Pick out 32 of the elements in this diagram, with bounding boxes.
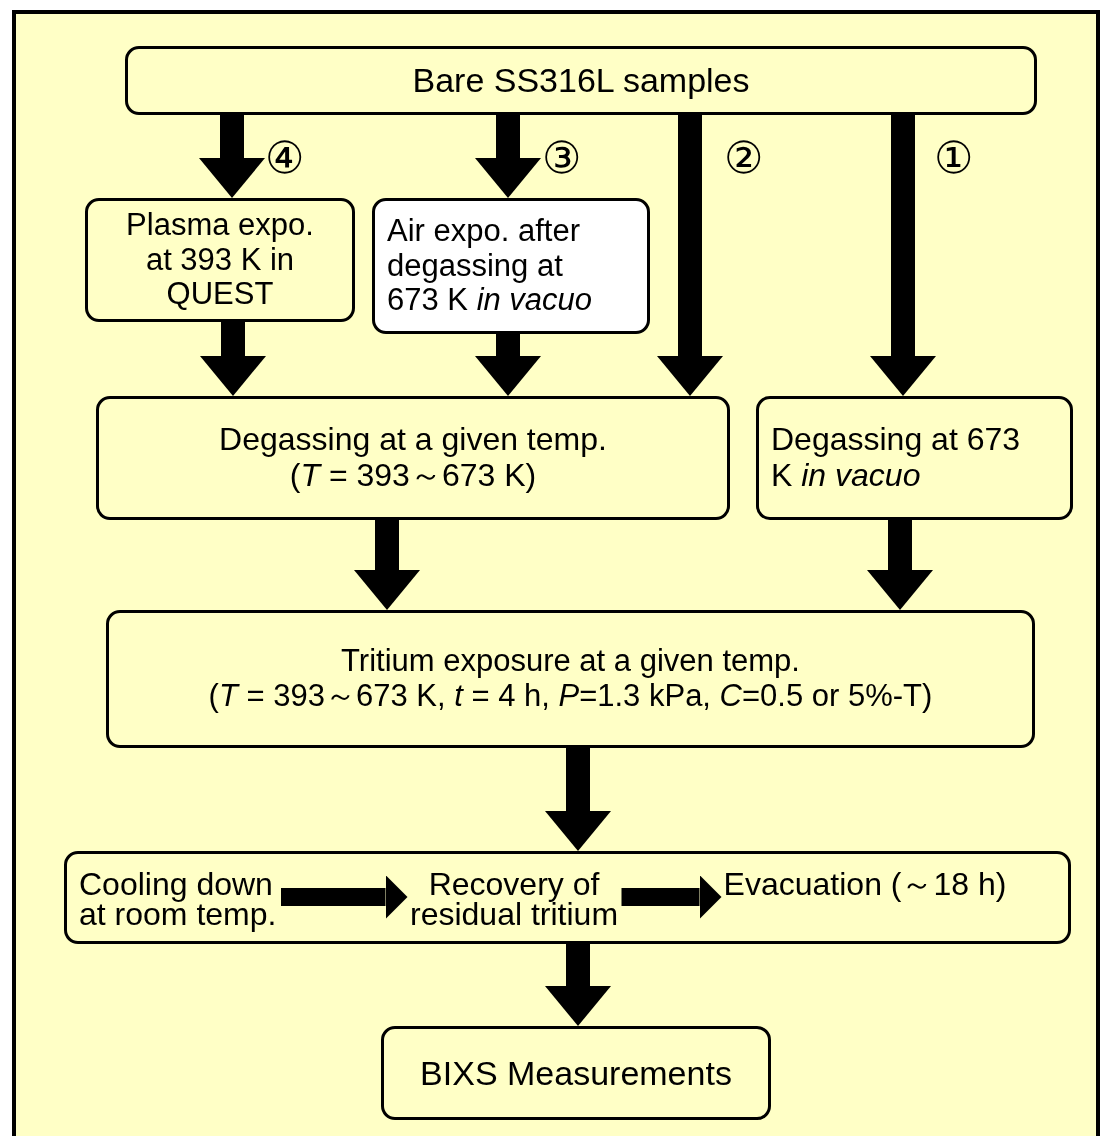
box-text: Air expo. after degassing at 673 K in vacuo <box>387 213 594 319</box>
process-box <box>106 610 1035 748</box>
process-box <box>85 198 355 322</box>
arrow <box>200 322 266 396</box>
box-text: Plasma expo. at 393 K in QUEST <box>125 207 315 313</box>
process-box <box>96 396 730 520</box>
arrow <box>545 748 611 851</box>
arrow <box>545 944 611 1026</box>
arrow <box>657 115 723 396</box>
box-text: (T = 393～673 K, t = 4 h, P=1.3 kPa, C=0.5 or 5%-T) <box>208 679 933 714</box>
process-box <box>64 851 1071 944</box>
box-text: Degassing at a given temp. <box>219 422 607 458</box>
process-box <box>756 396 1073 520</box>
arrow <box>354 520 420 610</box>
box-text: Degassing at 673 K in vacuo <box>771 422 1022 494</box>
box-text: Bare SS316L samples <box>412 61 750 100</box>
arrow <box>475 334 541 396</box>
step-text: Cooling down at room temp. <box>79 869 279 930</box>
box-text: Tritium exposure at a given temp. <box>341 644 800 679</box>
arrow <box>867 520 933 610</box>
box-text: BIXS Measurements <box>420 1053 732 1093</box>
arrow <box>621 875 722 919</box>
step-text: Recovery of residual tritium <box>408 869 620 930</box>
process-box <box>372 198 650 334</box>
step-text: Evacuation (～18 h) <box>722 869 1008 900</box>
process-box <box>125 46 1037 115</box>
arrow <box>281 875 408 919</box>
process-box <box>381 1026 771 1120</box>
arrow <box>870 115 936 396</box>
arrow <box>199 115 265 198</box>
box-text: (T = 393～673 K) <box>289 458 537 494</box>
arrow <box>475 115 541 198</box>
